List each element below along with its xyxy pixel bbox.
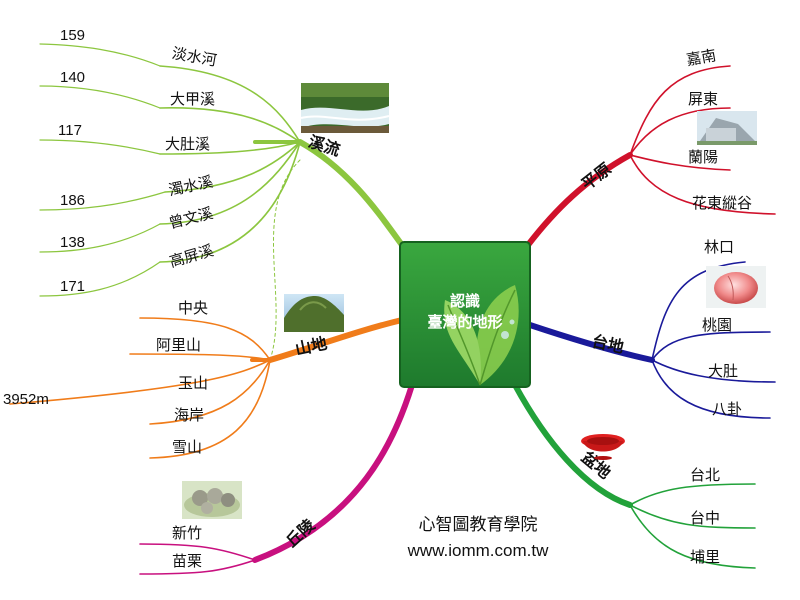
list-item: 中央	[178, 299, 208, 317]
list-item: 海岸	[174, 406, 204, 424]
branch-basins	[512, 382, 756, 569]
list-item-value: 140	[60, 69, 85, 86]
river-photo	[300, 83, 390, 133]
mountain-photo	[284, 294, 344, 332]
hill-items: 新竹 苗栗	[172, 524, 202, 570]
basin-items: 台北 台中 埔里	[690, 466, 720, 566]
branch-tablelands	[527, 261, 776, 419]
stream-items: 淡水河 大甲溪 大肚溪 濁水溪 曾文溪 高屏溪	[165, 44, 218, 271]
branch-mountains-label: 山地	[293, 334, 328, 359]
list-item: 嘉南	[685, 46, 718, 69]
branch-tablelands-label: 台地	[590, 331, 625, 356]
stream-values: 159 140 117 186 138 171	[58, 27, 85, 295]
tableland-items: 林口 桃園 大肚 八卦	[702, 238, 742, 418]
branch-plains	[525, 65, 776, 248]
list-item: 高屏溪	[167, 241, 215, 271]
list-item: 玉山	[178, 374, 208, 392]
leaf-icon	[444, 285, 519, 386]
list-item: 林口	[704, 238, 734, 256]
branch-hills	[139, 382, 415, 575]
list-item: 屏東	[688, 90, 718, 108]
list-item: 淡水河	[171, 44, 218, 70]
building-photo	[697, 111, 757, 145]
center-title-line1: 認識	[450, 292, 480, 310]
list-item: 阿里山	[156, 336, 201, 354]
list-item: 埔里	[690, 548, 720, 566]
list-item: 雪山	[172, 438, 202, 456]
center-topic: 認識 臺灣的地形	[399, 241, 531, 388]
center-title-line2: 臺灣的地形	[427, 313, 502, 331]
list-item-value: 171	[60, 278, 85, 295]
list-item: 蘭陽	[688, 148, 718, 166]
footer-url[interactable]: www.iomm.com.tw	[407, 541, 549, 560]
list-item: 大肚溪	[165, 135, 210, 153]
list-item: 花東縱谷	[692, 194, 752, 212]
list-item: 新竹	[172, 524, 202, 542]
list-item-value: 3952m	[3, 391, 49, 408]
list-item-value: 117	[58, 122, 82, 139]
meatball-photo	[182, 481, 242, 519]
list-item: 八卦	[712, 400, 742, 418]
list-item: 大肚	[708, 362, 738, 380]
list-item: 大甲溪	[170, 90, 215, 108]
footer-org: 心智圖教育學院	[419, 515, 538, 535]
list-item: 台中	[690, 509, 720, 527]
list-item-value: 138	[60, 234, 85, 251]
list-item: 曾文溪	[167, 204, 215, 232]
list-item-value: 186	[60, 192, 85, 209]
branch-mountains	[9, 317, 405, 459]
list-item: 桃園	[702, 316, 732, 334]
bowl-photo	[581, 434, 625, 460]
plain-items: 嘉南 屏東 蘭陽 花東縱谷	[685, 46, 752, 212]
branch-streams	[39, 43, 405, 361]
list-item-value: 159	[60, 27, 85, 44]
mountain-items: 中央 阿里山 玉山 3952m 海岸 雪山	[3, 299, 208, 456]
list-item: 苗栗	[172, 552, 202, 570]
branch-streams-label: 溪流	[306, 132, 342, 160]
peach-photo	[706, 266, 766, 308]
list-item: 濁水溪	[167, 172, 215, 199]
list-item: 台北	[690, 466, 720, 484]
